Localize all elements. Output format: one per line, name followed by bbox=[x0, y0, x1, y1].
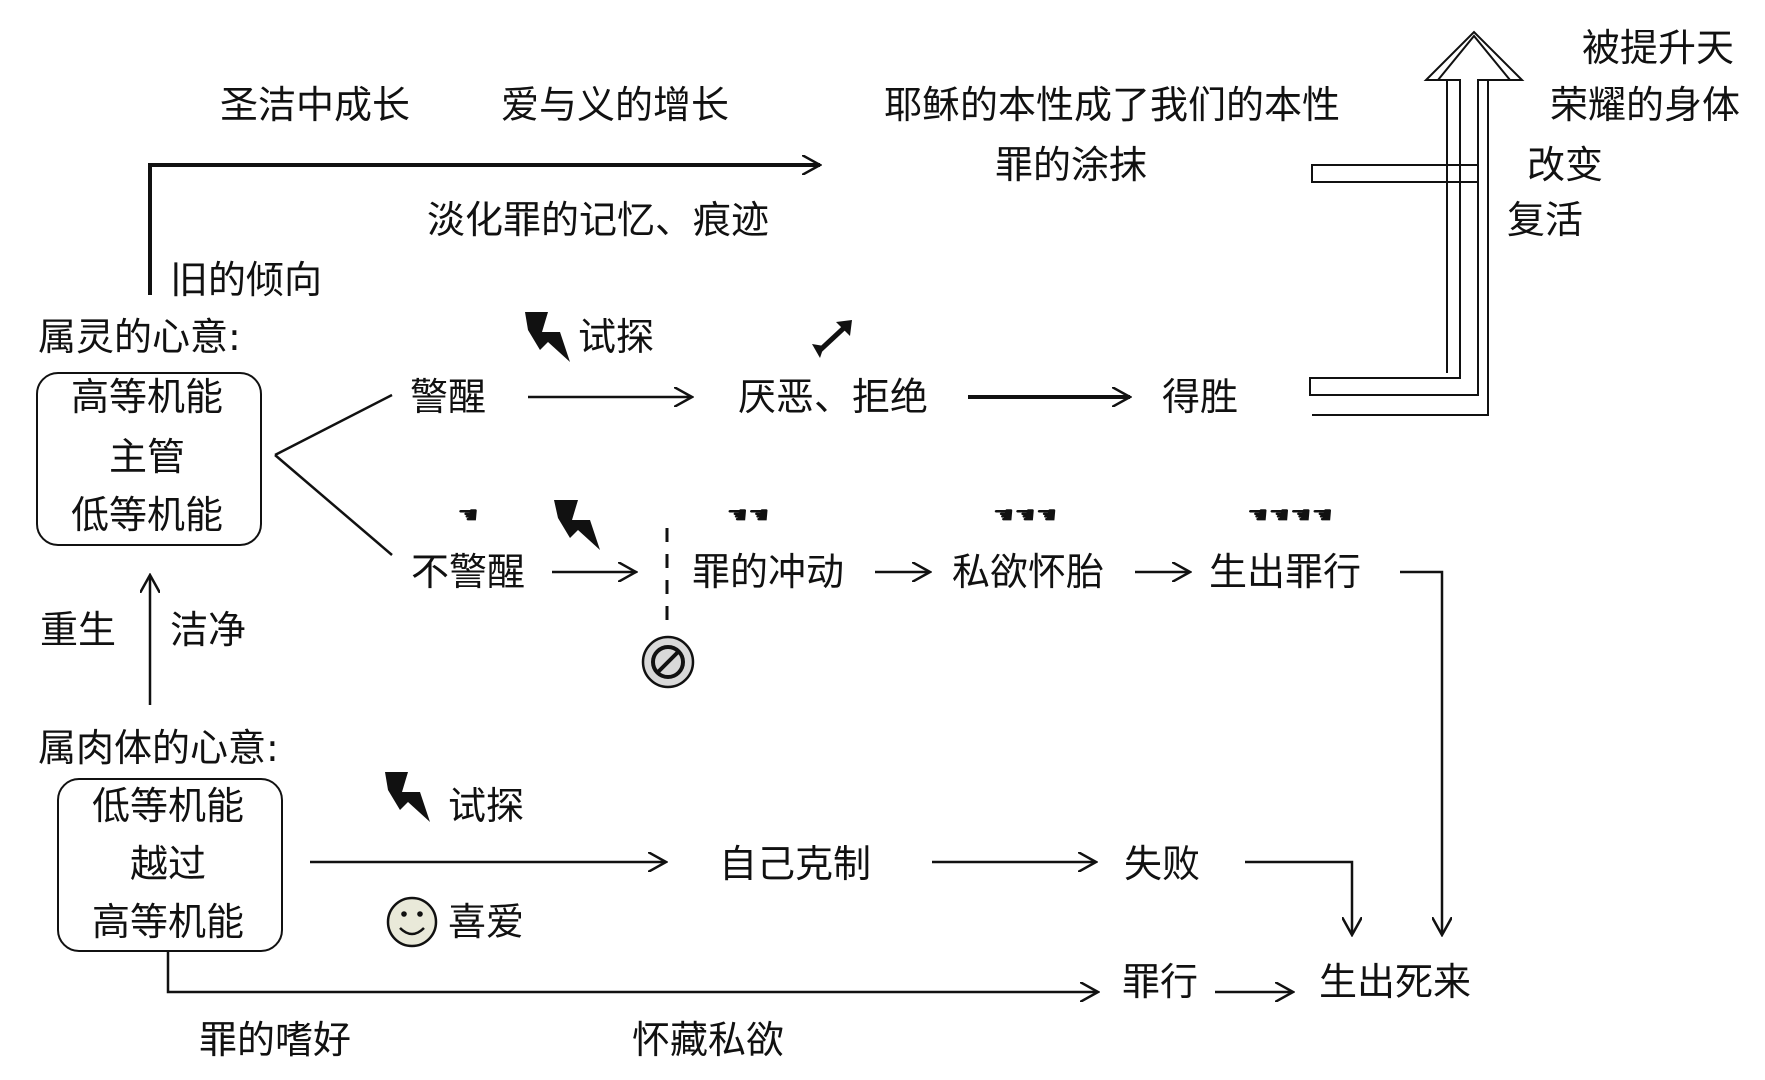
pointing-hand-icon: ☚☚☚ bbox=[992, 501, 1058, 529]
spirit-mind-box bbox=[36, 372, 262, 546]
flesh-line-3: 高等机能 bbox=[91, 900, 245, 944]
growth-arrow bbox=[148, 165, 820, 295]
failure-label: 失败 bbox=[1123, 842, 1201, 886]
arrow-icon bbox=[812, 320, 852, 358]
cleanse-label: 洁净 bbox=[170, 608, 247, 652]
erase-branch bbox=[1311, 164, 1479, 183]
no-entry-icon bbox=[641, 635, 695, 689]
sin-label: 罪行 bbox=[1121, 960, 1199, 1004]
flesh-mind-box bbox=[57, 778, 283, 952]
lightning-icon bbox=[385, 772, 430, 822]
conceive-label: 私欲怀胎 bbox=[951, 550, 1105, 594]
alert-label: 警醒 bbox=[409, 375, 487, 419]
resurrection-label: 复活 bbox=[1506, 198, 1584, 242]
spirit-line-2: 主管 bbox=[108, 435, 186, 479]
smiley-icon bbox=[386, 896, 438, 948]
raptured-label: 被提升天 bbox=[1581, 26, 1735, 70]
flesh-mind-title: 属肉体的心意: bbox=[38, 726, 279, 770]
temptation-label: 试探 bbox=[578, 315, 655, 359]
harbor-lust-label: 怀藏私欲 bbox=[631, 1018, 785, 1062]
branch-down bbox=[274, 454, 393, 556]
nature-label: 耶稣的本性成了我们的本性 bbox=[883, 83, 1341, 127]
sin-to-death-arrow bbox=[1400, 570, 1442, 935]
reject-label: 厌恶、拒绝 bbox=[737, 375, 929, 419]
self-control-label: 自己克制 bbox=[718, 842, 872, 886]
lightning-icon bbox=[525, 312, 570, 362]
erase-sin-label: 罪的涂抹 bbox=[994, 143, 1148, 187]
habit-arrow bbox=[166, 952, 1098, 992]
flesh-line-2: 越过 bbox=[129, 842, 207, 886]
spirit-line-1: 高等机能 bbox=[70, 375, 224, 419]
rebirth-label: 重生 bbox=[40, 608, 117, 652]
death-label: 生出死来 bbox=[1318, 960, 1472, 1004]
love-label: 喜爱 bbox=[448, 900, 525, 944]
flesh-temptation-label: 试探 bbox=[448, 784, 525, 828]
spirit-mind-title: 属灵的心意: bbox=[38, 315, 241, 359]
sin-habit-label: 罪的嗜好 bbox=[198, 1018, 352, 1062]
fade-memory-label: 淡化罪的记忆、痕迹 bbox=[426, 198, 770, 242]
not-alert-label: 不警醒 bbox=[410, 550, 526, 594]
old-tendency-label: 旧的倾向 bbox=[170, 258, 323, 302]
lightning-icon bbox=[554, 500, 600, 550]
impulse-label: 罪的冲动 bbox=[691, 550, 845, 594]
branch-up bbox=[274, 393, 393, 457]
bring-sin-label: 生出罪行 bbox=[1208, 550, 1362, 594]
victory-label: 得胜 bbox=[1161, 375, 1239, 419]
rapture-hollow-arrow bbox=[1309, 34, 1513, 396]
pointing-hand-icon: ☚☚☚☚ bbox=[1246, 501, 1334, 529]
growth-love-label: 爱与义的增长 bbox=[500, 83, 730, 127]
pointing-hand-icon: ☚☚ bbox=[726, 501, 770, 529]
spirit-line-3: 低等机能 bbox=[70, 493, 224, 537]
pointing-hand-icon: ☚ bbox=[457, 501, 479, 529]
glorious-body-label: 荣耀的身体 bbox=[1549, 83, 1741, 127]
rapture-hollow-arrow-outer bbox=[1312, 30, 1525, 416]
flesh-line-1: 低等机能 bbox=[91, 784, 245, 828]
change-label: 改变 bbox=[1526, 143, 1604, 187]
growth-holiness-label: 圣洁中成长 bbox=[219, 83, 411, 127]
failure-to-death-arrow bbox=[1245, 860, 1352, 935]
